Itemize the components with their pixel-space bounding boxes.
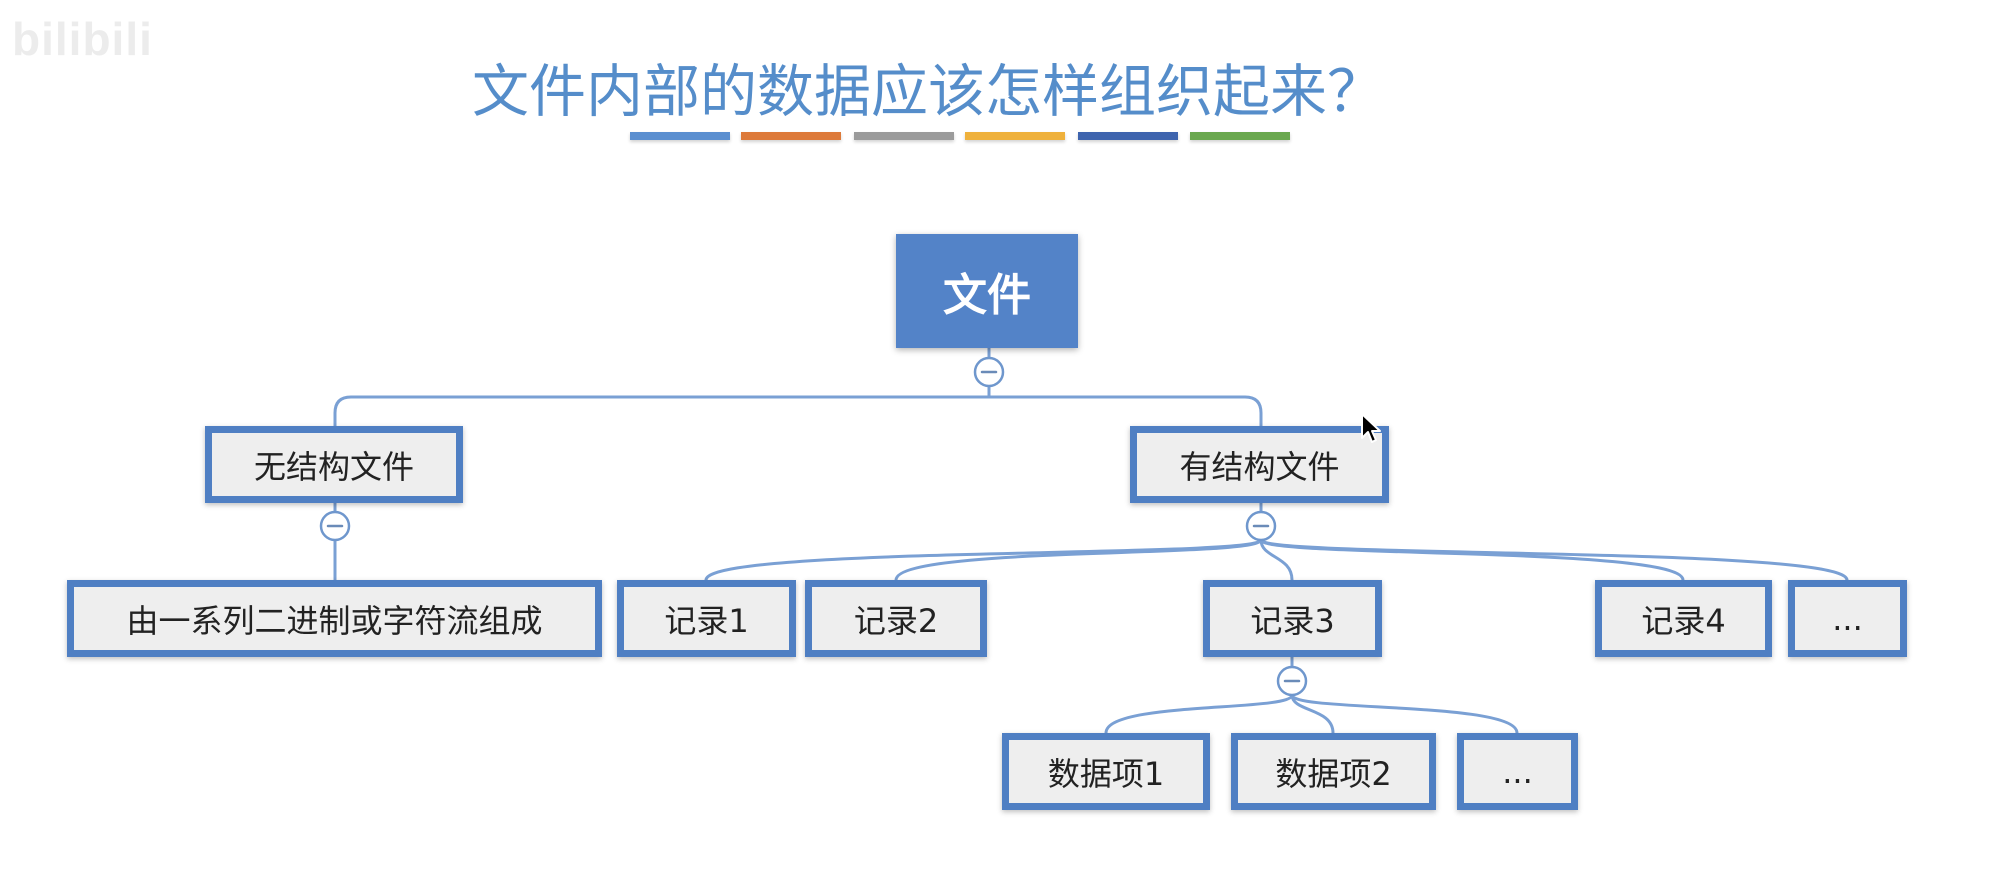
node-data-item-1: 数据项1 xyxy=(1002,733,1210,810)
node-root-file: 文件 xyxy=(896,234,1078,348)
node-record-1: 记录1 xyxy=(617,580,796,657)
node-record-4: 记录4 xyxy=(1595,580,1772,657)
node-record-3: 记录3 xyxy=(1203,580,1382,657)
title-bar-1 xyxy=(630,132,730,140)
connector-data-item-2 xyxy=(1290,694,1335,734)
connector-record-more xyxy=(1259,538,1849,581)
mouse-pointer-icon xyxy=(1361,413,1381,443)
collapse-toggle-structured[interactable] xyxy=(1245,510,1277,542)
title-bar-6 xyxy=(1190,132,1290,140)
title-bar-4 xyxy=(965,132,1065,140)
node-data-item-more: ... xyxy=(1457,733,1578,810)
slide-title: 文件内部的数据应该怎样组织起来？ xyxy=(472,59,1384,125)
node-record-more: ... xyxy=(1788,580,1907,657)
title-color-bars xyxy=(630,132,1290,141)
collapse-toggle-record-3[interactable] xyxy=(1276,665,1308,697)
title-bar-5 xyxy=(1078,132,1178,140)
connector-root-unstructured xyxy=(333,386,991,426)
connector-record-2 xyxy=(894,538,1263,581)
connector-root-structured xyxy=(989,395,1263,426)
node-unstructured-file: 无结构文件 xyxy=(205,426,463,503)
node-data-item-2: 数据项2 xyxy=(1231,733,1436,810)
connector-record-4 xyxy=(1259,538,1685,581)
title-bar-2 xyxy=(741,132,841,140)
connector-data-item-1 xyxy=(1104,694,1294,734)
bilibili-watermark: bilibili xyxy=(12,13,153,65)
title-bar-3 xyxy=(854,132,954,140)
connector-data-item-more xyxy=(1290,693,1519,734)
collapse-toggle-unstructured[interactable] xyxy=(319,510,351,542)
collapse-toggle-root[interactable] xyxy=(973,356,1005,388)
node-binary-stream: 由一系列二进制或字符流组成 xyxy=(67,580,602,657)
connector-record-3 xyxy=(1259,539,1294,581)
node-structured-file: 有结构文件 xyxy=(1130,426,1389,503)
node-record-2: 记录2 xyxy=(805,580,987,657)
